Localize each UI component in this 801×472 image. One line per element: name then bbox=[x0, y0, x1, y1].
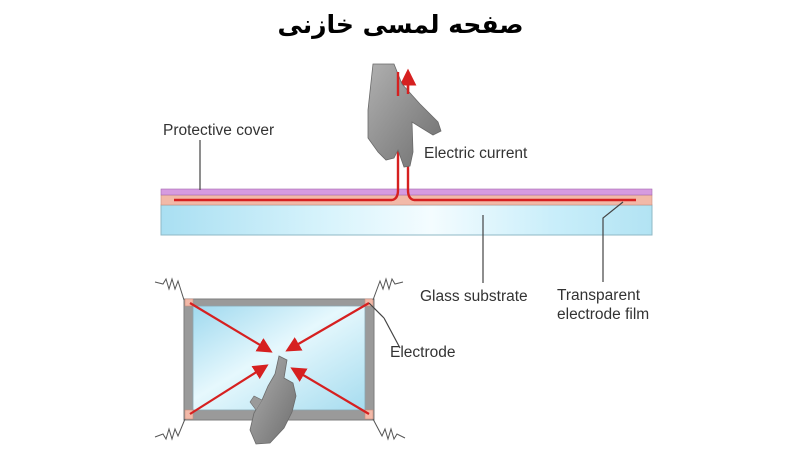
label-electrode: Electrode bbox=[390, 344, 456, 361]
electrode-film-leader bbox=[602, 201, 624, 282]
label-transparent-line1: Transparent bbox=[557, 287, 640, 304]
label-protective-cover: Protective cover bbox=[163, 122, 275, 139]
electrode-bottom-left bbox=[184, 409, 194, 420]
protective-cover-layer bbox=[160, 188, 653, 196]
arrow-top-right bbox=[285, 302, 370, 352]
panel-current-arrows bbox=[189, 302, 370, 415]
electrode-top-left bbox=[184, 298, 194, 307]
arrow-bottom-right bbox=[290, 367, 370, 415]
current-path bbox=[174, 68, 636, 202]
wire-top-left bbox=[154, 277, 185, 301]
wire-bottom-right bbox=[372, 418, 406, 441]
pointing-hand-icon bbox=[249, 355, 297, 445]
label-transparent-line2: electrode film bbox=[557, 306, 650, 323]
glass-substrate-layer bbox=[160, 204, 653, 236]
electrode-bottom-right bbox=[364, 409, 374, 420]
electrode-leader bbox=[368, 302, 401, 349]
label-glass-substrate: Glass substrate bbox=[420, 288, 528, 305]
electrode-corners bbox=[184, 298, 374, 420]
wire-top-right bbox=[372, 277, 404, 301]
label-electric-current: Electric current bbox=[424, 145, 528, 162]
wire-bottom-left bbox=[154, 418, 186, 441]
page-title: صفحه لمسی خازنی bbox=[277, 10, 524, 39]
arrow-bottom-left bbox=[189, 364, 269, 415]
electrode-top-right bbox=[364, 298, 374, 307]
leader-lines-top bbox=[199, 140, 624, 283]
arrow-top-left bbox=[189, 302, 273, 353]
corner-wires bbox=[154, 277, 406, 441]
pointing-hand-icon bbox=[367, 63, 442, 168]
